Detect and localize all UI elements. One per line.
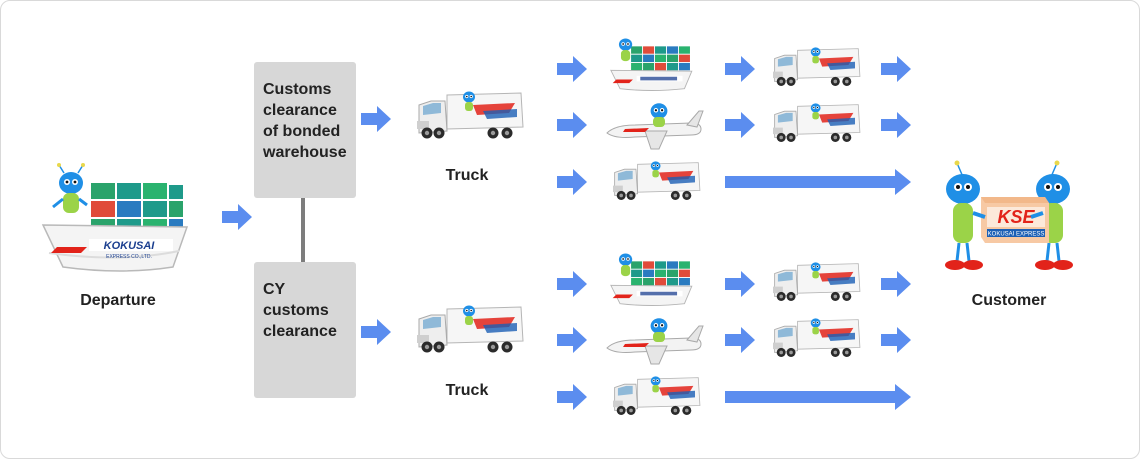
- airplane-icon-bottom: [606, 318, 704, 365]
- truck-label-top: Truck: [445, 167, 489, 184]
- arrow-bottom-plane-to-truck: [725, 327, 755, 353]
- ship-brand-text: KOKUSAI: [104, 240, 156, 252]
- arrow-top-to-customer-1: [881, 56, 911, 82]
- arrow-top-route-3: [557, 169, 587, 195]
- ship-tagline-text: EXPRESS CO.,LTD.: [106, 254, 152, 260]
- departure-label: Departure: [80, 292, 156, 309]
- ship-icon-bottom: [610, 253, 693, 306]
- arrow-bottom-route-2: [557, 327, 587, 353]
- customer-delivery-icon: KSE KOKUSAI EXPRESS: [945, 160, 1073, 270]
- truck-icon-bottom-after-ship: [773, 262, 861, 301]
- arrow-top-route-1: [557, 56, 587, 82]
- kse-box-tagline-text: KOKUSAI EXPRESS: [988, 232, 1045, 238]
- arrow-bottom-to-customer-2: [881, 327, 911, 353]
- customer-label: Customer: [971, 292, 1047, 309]
- departure-ship-icon: KOKUSAI EXPRESS CO.,LTD.: [41, 163, 189, 272]
- cy-customs-clearance-box: CY customs clearance: [254, 262, 356, 398]
- arrow-top-to-customer-2: [881, 112, 911, 138]
- truck-icon-top-after-plane: [773, 103, 861, 142]
- long-arrow-bottom-to-customer: [725, 384, 911, 410]
- arrow-top-ship-to-truck: [725, 56, 755, 82]
- bonded-warehouse-clearance-box: Customs clearance of bonded warehouse: [254, 62, 356, 198]
- kse-box-brand-text: KSE: [997, 207, 1035, 227]
- truck-label-bottom: Truck: [445, 382, 489, 399]
- long-arrow-top-to-customer: [725, 169, 911, 195]
- truck-icon-top-direct: [613, 161, 701, 200]
- cy-customs-clearance-text: CY customs clearance: [263, 281, 337, 340]
- truck-icon-bottom: [417, 305, 524, 353]
- truck-icon-top-after-ship: [773, 47, 861, 86]
- box-connector-line: [301, 198, 305, 262]
- arrow-bonded-to-truck: [361, 106, 391, 132]
- truck-icon-bottom-direct: [613, 376, 701, 415]
- arrow-bottom-route-1: [557, 271, 587, 297]
- truck-icon-bottom-after-plane: [773, 318, 861, 357]
- bonded-warehouse-clearance-text: Customs clearance of bonded warehouse: [263, 81, 347, 161]
- arrow-cy-to-truck: [361, 319, 391, 345]
- arrow-bottom-ship-to-truck: [725, 271, 755, 297]
- arrow-departure: [222, 204, 252, 230]
- arrow-bottom-to-customer-1: [881, 271, 911, 297]
- arrow-top-route-2: [557, 112, 587, 138]
- arrow-bottom-route-3: [557, 384, 587, 410]
- truck-icon-top: [417, 91, 524, 139]
- arrow-top-plane-to-truck: [725, 112, 755, 138]
- ship-icon-top: [610, 38, 693, 91]
- airplane-icon-top: [606, 103, 704, 150]
